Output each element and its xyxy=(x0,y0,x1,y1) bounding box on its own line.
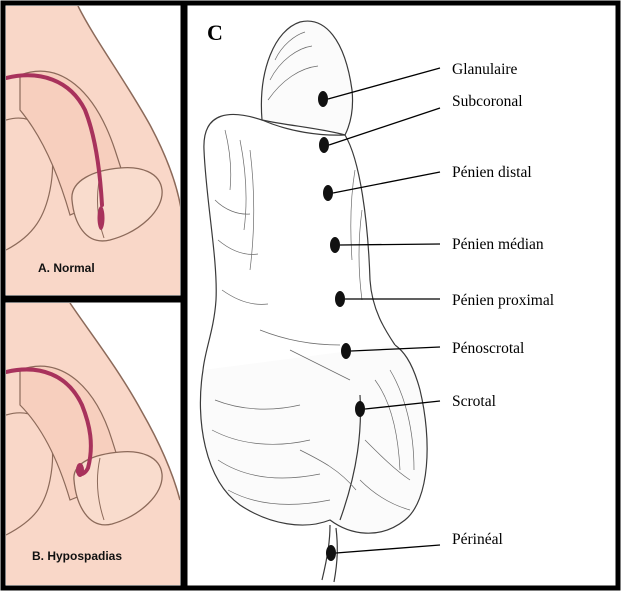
site-glanulaire-label: Glanulaire xyxy=(452,61,518,78)
site-penien-distal-marker xyxy=(323,185,333,201)
site-penien-distal-label: Pénien distal xyxy=(452,164,532,181)
panel-b-hypospadias: B. Hypospadias xyxy=(3,300,183,588)
site-penien-proximal-marker xyxy=(335,291,345,307)
site-scrotal-label: Scrotal xyxy=(452,393,496,410)
site-penien-median-marker xyxy=(330,237,340,253)
panel-a-normal: A. Normal xyxy=(3,3,183,298)
site-subcoronal-marker xyxy=(319,137,329,153)
site-perineal-marker xyxy=(326,545,336,561)
site-subcoronal-label: Subcoronal xyxy=(452,93,523,110)
site-penoscrotal-label: Pénoscrotal xyxy=(452,340,524,357)
panel-c-sites: C Glanulaire Sub xyxy=(185,3,618,588)
site-penoscrotal-marker xyxy=(341,343,351,359)
panel-a-label: A. Normal xyxy=(38,261,95,275)
normal-meatus xyxy=(98,206,105,230)
site-perineal-label: Périnéal xyxy=(452,531,503,548)
site-penien-proximal-label: Pénien proximal xyxy=(452,292,554,309)
site-penien-median-label: Pénien médian xyxy=(452,236,544,253)
site-glanulaire-marker xyxy=(318,91,328,107)
panel-c-letter: C xyxy=(207,20,223,45)
panel-b-label: B. Hypospadias xyxy=(32,549,122,563)
hypospadias-meatus xyxy=(76,463,84,477)
site-scrotal-marker xyxy=(355,401,365,417)
